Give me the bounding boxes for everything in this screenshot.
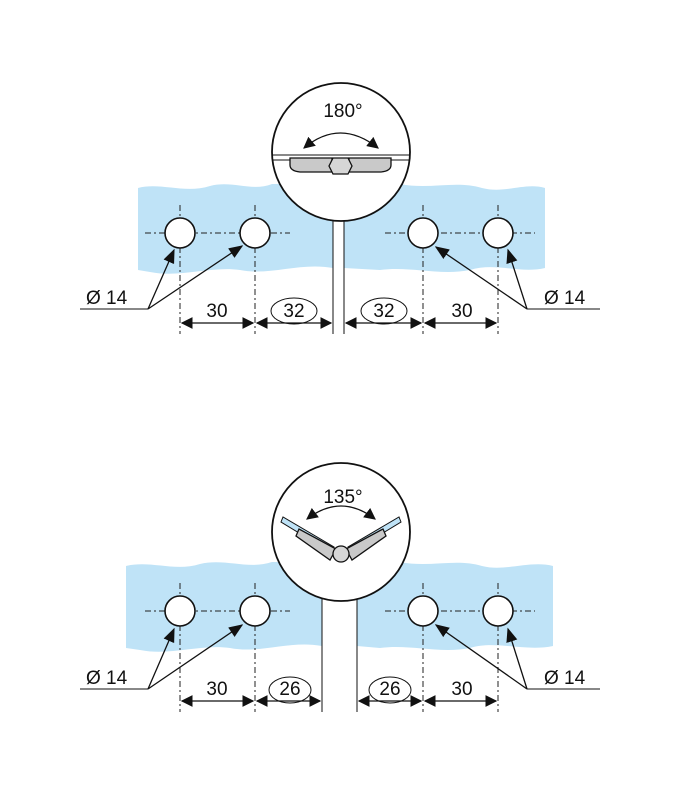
angle-label: 180° — [323, 101, 362, 122]
detail-circle — [271, 82, 411, 222]
glass-panel-right — [357, 562, 553, 650]
diagram-180: 180° 30 32 32 30 Ø 14 Ø 14 — [80, 82, 600, 334]
dimension-label: 26 — [279, 679, 300, 700]
hole-diameter-label: Ø 14 — [86, 288, 128, 309]
dim-ellipse — [360, 297, 408, 325]
hole — [239, 595, 271, 627]
dim-ellipse — [368, 676, 412, 704]
dimension-label: 32 — [283, 301, 304, 322]
dim-ellipse — [270, 297, 318, 325]
hole — [164, 595, 196, 627]
hole — [482, 595, 514, 627]
glass-panel-left — [126, 562, 322, 652]
hinge-135-icon — [280, 516, 402, 563]
dim-ellipse — [268, 676, 312, 704]
hole — [164, 217, 196, 249]
glass-panel-right — [344, 184, 545, 272]
dimension-chain: 30 26 26 30 — [180, 676, 498, 707]
hole-diameter-label: Ø 14 — [544, 668, 586, 689]
hinge-180-icon — [289, 157, 392, 175]
leader-right: Ø 14 — [434, 246, 600, 310]
hole — [239, 217, 271, 249]
hole — [407, 217, 439, 249]
dimension-label: 30 — [206, 679, 227, 700]
dimension-label: 30 — [451, 301, 472, 322]
hole-diameter-label: Ø 14 — [544, 288, 586, 309]
angle-arc — [306, 505, 376, 520]
leader-left: Ø 14 — [80, 624, 244, 690]
dimension-label: 26 — [379, 679, 400, 700]
hole-diameter-label: Ø 14 — [86, 668, 128, 689]
angle-label: 135° — [323, 487, 362, 508]
diagram-135: 135° 30 26 26 30 Ø 14 Ø 14 — [80, 462, 600, 712]
dimension-label: 32 — [373, 301, 394, 322]
leader-right: Ø 14 — [434, 624, 600, 690]
dimension-chain: 30 32 32 30 — [180, 297, 498, 329]
hole — [407, 595, 439, 627]
angle-arc — [303, 132, 379, 149]
glass-panel-left — [138, 184, 333, 274]
detail-circle — [271, 462, 411, 602]
dimension-label: 30 — [206, 301, 227, 322]
dimension-label: 30 — [451, 679, 472, 700]
hole — [482, 217, 514, 249]
leader-left: Ø 14 — [80, 245, 244, 310]
